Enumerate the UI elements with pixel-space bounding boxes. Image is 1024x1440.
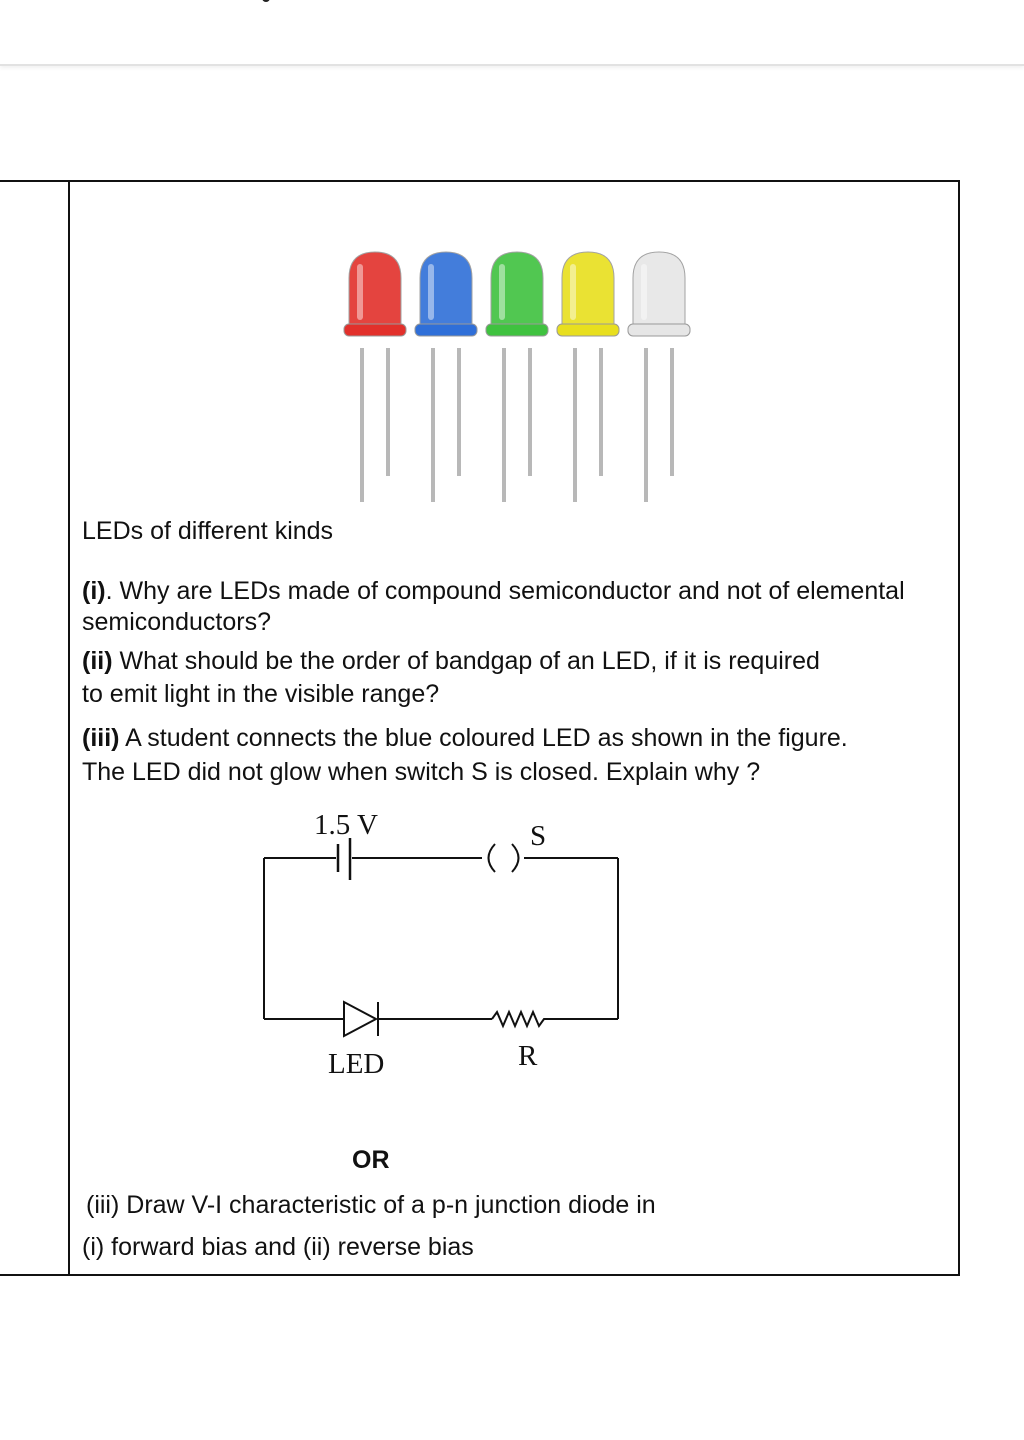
- led-dome: [561, 251, 615, 335]
- led-label: LED: [328, 1048, 384, 1080]
- led-dome: [632, 251, 686, 335]
- led-highlight: [357, 264, 363, 320]
- alternative-line2: (i) forward bias and (ii) reverse bias: [82, 1233, 474, 1261]
- led-dome: [419, 251, 473, 335]
- led-leads: [644, 348, 674, 502]
- resistor-symbol: [491, 1009, 548, 1029]
- question-ii-label: (ii): [82, 647, 113, 675]
- switch-label: S: [530, 820, 546, 852]
- question-ii-line2: to emit light in the visible range?: [82, 680, 440, 708]
- question-table: [0, 180, 960, 1276]
- led-leads: [502, 348, 532, 502]
- led-rim: [343, 323, 407, 337]
- led-dome: [348, 251, 402, 335]
- led-rim: [627, 323, 691, 337]
- circuit-diagram: 1.5 V S LED R: [263, 809, 619, 1080]
- led-highlight: [641, 264, 647, 320]
- led-rim: [485, 323, 549, 337]
- led-photo: [343, 251, 691, 502]
- led-rim: [556, 323, 620, 337]
- led-leads: [573, 348, 603, 502]
- led-diode-symbol: [343, 1000, 379, 1038]
- battery-label: 1.5 V: [314, 809, 378, 841]
- cut-off-glyph: [262, 0, 270, 2]
- question-i-label: (i): [82, 577, 106, 605]
- question-ii-line1: (ii) What should be the order of bandgap…: [82, 646, 820, 677]
- resistor-label: R: [518, 1040, 538, 1072]
- photo-caption: LEDs of different kinds: [82, 517, 334, 545]
- top-bar: [0, 0, 1024, 66]
- led-4: [556, 251, 620, 502]
- led-highlight: [428, 264, 434, 320]
- question-iii-label: (iii): [82, 724, 120, 752]
- table-column-divider: [68, 180, 70, 1276]
- question-iii-line2: The LED did not glow when switch S is cl…: [82, 758, 761, 786]
- led-3: [485, 251, 549, 502]
- led-5: [627, 251, 691, 502]
- question-ii-text: What should be the order of bandgap of a…: [112, 647, 820, 675]
- led-2: [414, 251, 478, 502]
- or-heading: OR: [352, 1146, 390, 1174]
- led-rim: [414, 323, 478, 337]
- led-leads: [431, 348, 461, 502]
- led-highlight: [499, 264, 505, 320]
- question-i-line2: semiconductors?: [82, 608, 271, 636]
- battery-symbol: [336, 838, 352, 880]
- switch-symbol: [487, 843, 520, 873]
- led-highlight: [570, 264, 576, 320]
- led-dome: [490, 251, 544, 335]
- question-i-line1: (i). Why are LEDs made of compound semic…: [82, 576, 905, 607]
- question-i-text: . Why are LEDs made of compound semicond…: [105, 577, 905, 605]
- led-leads: [360, 348, 390, 502]
- led-1: [343, 251, 407, 502]
- question-iii-line1: (iii) A student connects the blue colour…: [82, 723, 848, 754]
- alternative-line1: (iii) Draw V-I characteristic of a p-n j…: [86, 1191, 656, 1219]
- question-iii-text: A student connects the blue coloured LED…: [119, 724, 848, 752]
